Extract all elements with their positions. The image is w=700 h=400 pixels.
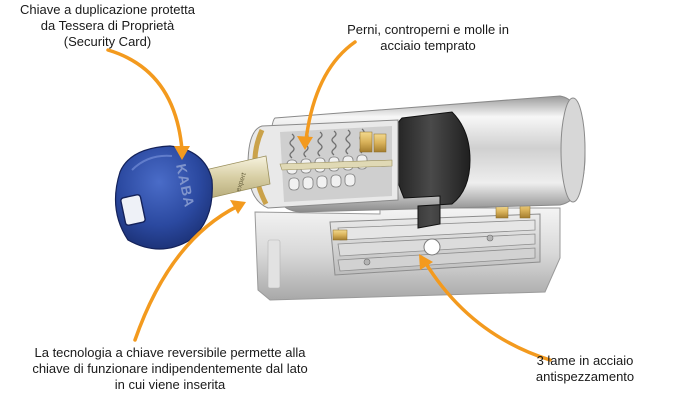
callout-pins-line-1: Perni, controperni e molle in <box>347 22 509 37</box>
key: expert KABA <box>114 145 271 250</box>
callout-pins: Perni, controperni e molle in acciaio te… <box>318 22 538 54</box>
plate-hole <box>423 238 441 256</box>
lower-brass-pins <box>332 201 531 241</box>
arrow-pins <box>304 40 357 142</box>
callout-duplication: Chiave a duplicazione protetta da Tesser… <box>0 2 215 50</box>
pins-and-springs <box>279 128 393 191</box>
key-ring-slot <box>120 194 146 226</box>
cylinder-end-cap <box>560 97 586 203</box>
arrow-plates <box>423 260 552 362</box>
callout-plates-line-1: 3 lame in acciaio <box>536 353 634 368</box>
anti-snap-plates <box>337 219 536 272</box>
callout-duplication-line-3: (Security Card) <box>63 34 152 49</box>
callout-duplication-line-1: Chiave a duplicazione protetta <box>20 2 195 17</box>
callout-duplication-line-2: da Tessera di Proprietà <box>40 18 175 33</box>
callout-plates: 3 lame in acciaio antispezzamento <box>480 353 690 385</box>
arrow-reversible <box>133 204 240 342</box>
callout-arrows <box>106 40 552 362</box>
callout-reversible: La tecnologia a chiave reversibile perme… <box>0 345 340 393</box>
callout-reversible-line-1: La tecnologia a chiave reversibile perme… <box>34 345 306 360</box>
arrow-duplication <box>106 48 184 152</box>
callout-plates-line-2: antispezzamento <box>535 369 635 384</box>
callout-reversible-line-2: chiave di funzionare indipendentemente d… <box>32 361 308 376</box>
callout-pins-line-2: acciaio temprato <box>380 38 476 53</box>
callout-reversible-line-3: in cui viene inserita <box>114 377 226 392</box>
arrow-heads <box>174 136 433 270</box>
